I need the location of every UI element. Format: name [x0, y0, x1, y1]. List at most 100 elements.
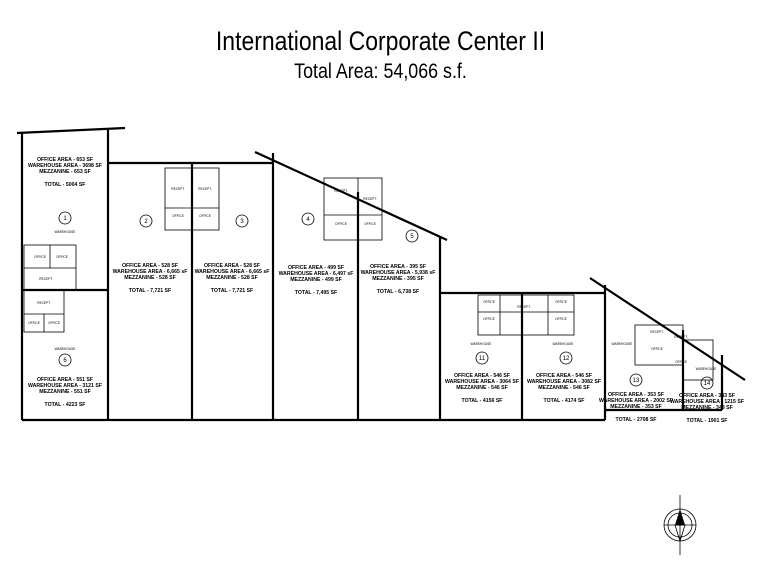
unit-number-circle [58, 353, 72, 367]
plan-subtitle: Total Area: 54,066 s.f. [294, 60, 467, 83]
unit-warehouse-area: WAREHOUSE AREA - 2002 SF [599, 398, 673, 404]
room-label: OFFICE [555, 317, 567, 321]
unit-mezzanine-area: MEZZANINE - 551 SF [39, 389, 91, 395]
room-label: OFFICE [555, 300, 567, 304]
unit-number: 14 [704, 381, 711, 387]
room-label: OFFICE [651, 347, 663, 351]
unit-number-circle [405, 229, 419, 243]
unit-number: 3 [240, 219, 244, 225]
room-label: OFFICE [364, 222, 376, 226]
unit-mezzanine-area: MEZZANINE - 653 SF [39, 169, 91, 175]
unit-mezzanine-area: MEZZANINE - 353 SF [610, 404, 662, 410]
room-label: RECEPT. [650, 330, 664, 334]
room-label: RECEPT. [363, 197, 377, 201]
unit-total-area: TOTAL - 2708 SF [616, 417, 657, 423]
unit-number: 4 [306, 217, 310, 223]
unit-mezzanine-area: MEZZANINE - 546 SF [538, 385, 590, 391]
north-arrow-icon [663, 495, 697, 555]
office-blocks [23, 167, 714, 381]
unit-number: 6 [63, 358, 67, 364]
room-label: WAREHOUSE [471, 342, 492, 346]
unit-number: 1 [63, 216, 67, 222]
plan-title: International Corporate Center II [215, 26, 546, 56]
unit-office-area: OFFICE AREA - 653 SF [37, 157, 93, 163]
unit-number: 11 [479, 356, 486, 362]
unit-mezzanine-area: MEZZANINE - 499 SF [290, 277, 342, 283]
unit-office-area: OFFICE AREA - 546 SF [536, 373, 592, 379]
room-label: RECEPT. [517, 305, 531, 309]
unit-office-area: OFFICE AREA - 528 SF [204, 263, 260, 269]
unit-number-circle [235, 214, 249, 228]
room-label: RECEPT. [674, 335, 688, 339]
building-walls [16, 126, 746, 422]
room-label: OFFICE [675, 360, 687, 364]
unit-office-area: OFFICE AREA - 353 SF [608, 392, 664, 398]
unit-warehouse-area: WAREHOUSE AREA - 6,665 sF [113, 269, 188, 275]
unit-office-area: OFFICE AREA - 546 SF [454, 373, 510, 379]
unit-number-circle [700, 376, 714, 390]
room-label: RECEPT. [198, 187, 212, 191]
unit-total-area: TOTAL - 4174 SF [544, 398, 585, 404]
unit-number-circle [301, 212, 315, 226]
unit-total-area: TOTAL - 1901 SF [687, 418, 728, 424]
room-label: OFFICE [28, 321, 40, 325]
unit-warehouse-area: WAREHOUSE AREA - 3064 SF [445, 379, 519, 385]
unit-warehouse-area: WAREHOUSE AREA - 3082 SF [527, 379, 601, 385]
unit-office-area: OFFICE AREA - 528 SF [122, 263, 178, 269]
room-label: OFFICE [199, 214, 211, 218]
unit-warehouse-area: WAREHOUSE AREA - 5,938 sF [361, 270, 436, 276]
room-label: OFFICE [335, 222, 347, 226]
unit-number: 2 [144, 219, 148, 225]
unit-mezzanine-area: MEZZANINE - 395 SF [372, 276, 424, 282]
unit-total-area: TOTAL - 7,721 SF [211, 288, 253, 294]
unit-warehouse-area: WAREHOUSE AREA - 3121 SF [28, 383, 102, 389]
room-label: RECEPT. [37, 301, 51, 305]
unit-warehouse-area: WAREHOUSE AREA - 6,497 sF [279, 271, 354, 277]
unit-number: 13 [633, 378, 640, 384]
unit-mezzanine-area: MEZZANINE - 546 SF [456, 385, 508, 391]
unit-number-circle [475, 351, 489, 365]
unit-number: 12 [563, 356, 570, 362]
unit-warehouse-area: WAREHOUSE AREA - 1215 SF [670, 399, 744, 405]
room-label: WAREHOUSE [612, 342, 633, 346]
unit-number-circle [629, 373, 643, 387]
unit-mezzanine-area: MEZZANINE - 343 SF [681, 405, 733, 411]
room-label: WAREHOUSE [696, 367, 717, 371]
room-label: OFFICE [172, 214, 184, 218]
unit-office-area: OFFICE AREA - 343 SF [679, 393, 735, 399]
room-label: OFFICE [34, 255, 46, 259]
unit-number-circle [139, 214, 153, 228]
unit-total-area: TOTAL - 6,738 SF [377, 289, 419, 295]
unit-mezzanine-area: MEZZANINE - 528 SF [206, 275, 258, 281]
unit-office-area: OFFICE AREA - 551 SF [37, 377, 93, 383]
room-label: OFFICE [48, 321, 60, 325]
room-label: RECEPT. [334, 189, 348, 193]
room-label: WAREHOUSE [55, 230, 76, 234]
room-label: OFFICE [483, 317, 495, 321]
unit-mezzanine-area: MEZZANINE - 528 SF [124, 275, 176, 281]
unit-total-area: TOTAL - 4223 SF [45, 402, 86, 408]
room-label: OFFICE [56, 255, 68, 259]
room-label: RECEPT. [39, 277, 53, 281]
unit-number-circle [58, 211, 72, 225]
unit-number: 5 [410, 234, 414, 240]
room-label: WAREHOUSE [55, 347, 76, 351]
unit-number-circle [559, 351, 573, 365]
unit-total-area: TOTAL - 7,495 SF [295, 290, 337, 296]
unit-total-area: TOTAL - 4156 SF [462, 398, 503, 404]
room-label: WAREHOUSE [553, 342, 574, 346]
unit-office-area: OFFICE AREA - 499 SF [288, 265, 344, 271]
unit-total-area: TOTAL - 5004 SF [45, 182, 86, 188]
unit-warehouse-area: WAREHOUSE AREA - 3698 SF [28, 163, 102, 169]
room-label: RECEPT. [171, 187, 185, 191]
